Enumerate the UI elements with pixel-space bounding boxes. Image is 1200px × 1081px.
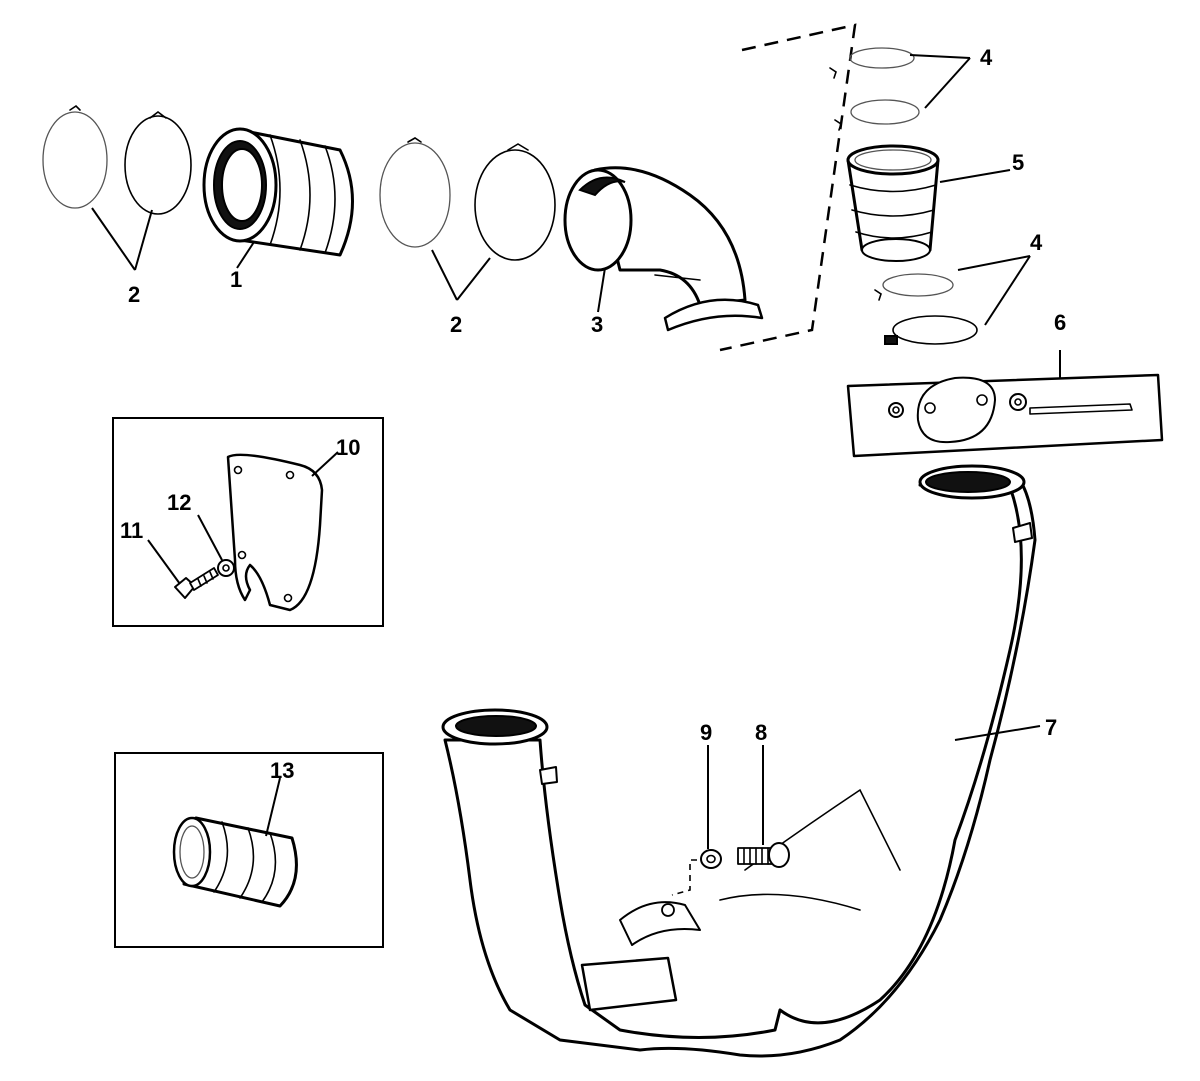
rubber-sleeve (172, 816, 298, 908)
callout-8: 8 (755, 720, 767, 745)
detail-box-plate (112, 417, 384, 627)
flat-washer (700, 849, 722, 869)
hose-clamp-upper-bottom (834, 99, 920, 131)
adapter-plate (226, 453, 324, 612)
callout-11: 11 (120, 518, 143, 543)
mounting-plate-panel (846, 373, 1164, 458)
leader-lines (91, 54, 1061, 849)
callout-2: 2 (450, 312, 462, 337)
hose-clamp-middle-inner (474, 143, 556, 261)
callout-13: 13 (270, 758, 294, 783)
exhaust-y-pipe (441, 464, 1037, 1058)
hose-clamp-left-inner (124, 111, 192, 215)
callout-6: 6 (1054, 310, 1066, 335)
lock-washer (217, 559, 235, 577)
exhaust-bellows (202, 127, 354, 257)
exhaust-elbow (563, 166, 764, 332)
washer-locator-dash (671, 859, 697, 896)
hex-bolt (174, 567, 219, 599)
detail-box-sleeve (114, 752, 384, 948)
callout-3: 3 (591, 312, 603, 337)
hose-clamp-lower-top (874, 273, 954, 301)
callout-4: 4 (980, 45, 993, 70)
callout-12: 12 (167, 490, 191, 515)
connector-hose (846, 144, 940, 262)
hose-clamp-upper-top (829, 47, 915, 79)
mounting-bolt (737, 842, 790, 868)
callout-9: 9 (700, 720, 712, 745)
callout-10: 10 (336, 435, 360, 460)
callout-7: 7 (1045, 715, 1057, 740)
hose-clamp-left-outer (42, 104, 108, 209)
callout-2: 2 (128, 282, 140, 307)
hose-clamp-lower-bottom (884, 315, 978, 345)
callout-5: 5 (1012, 150, 1024, 175)
callout-1: 1 (230, 267, 242, 292)
callout-4: 4 (1030, 230, 1043, 255)
hose-clamp-middle-outer (379, 137, 451, 248)
optional-parts-outline (719, 23, 857, 352)
